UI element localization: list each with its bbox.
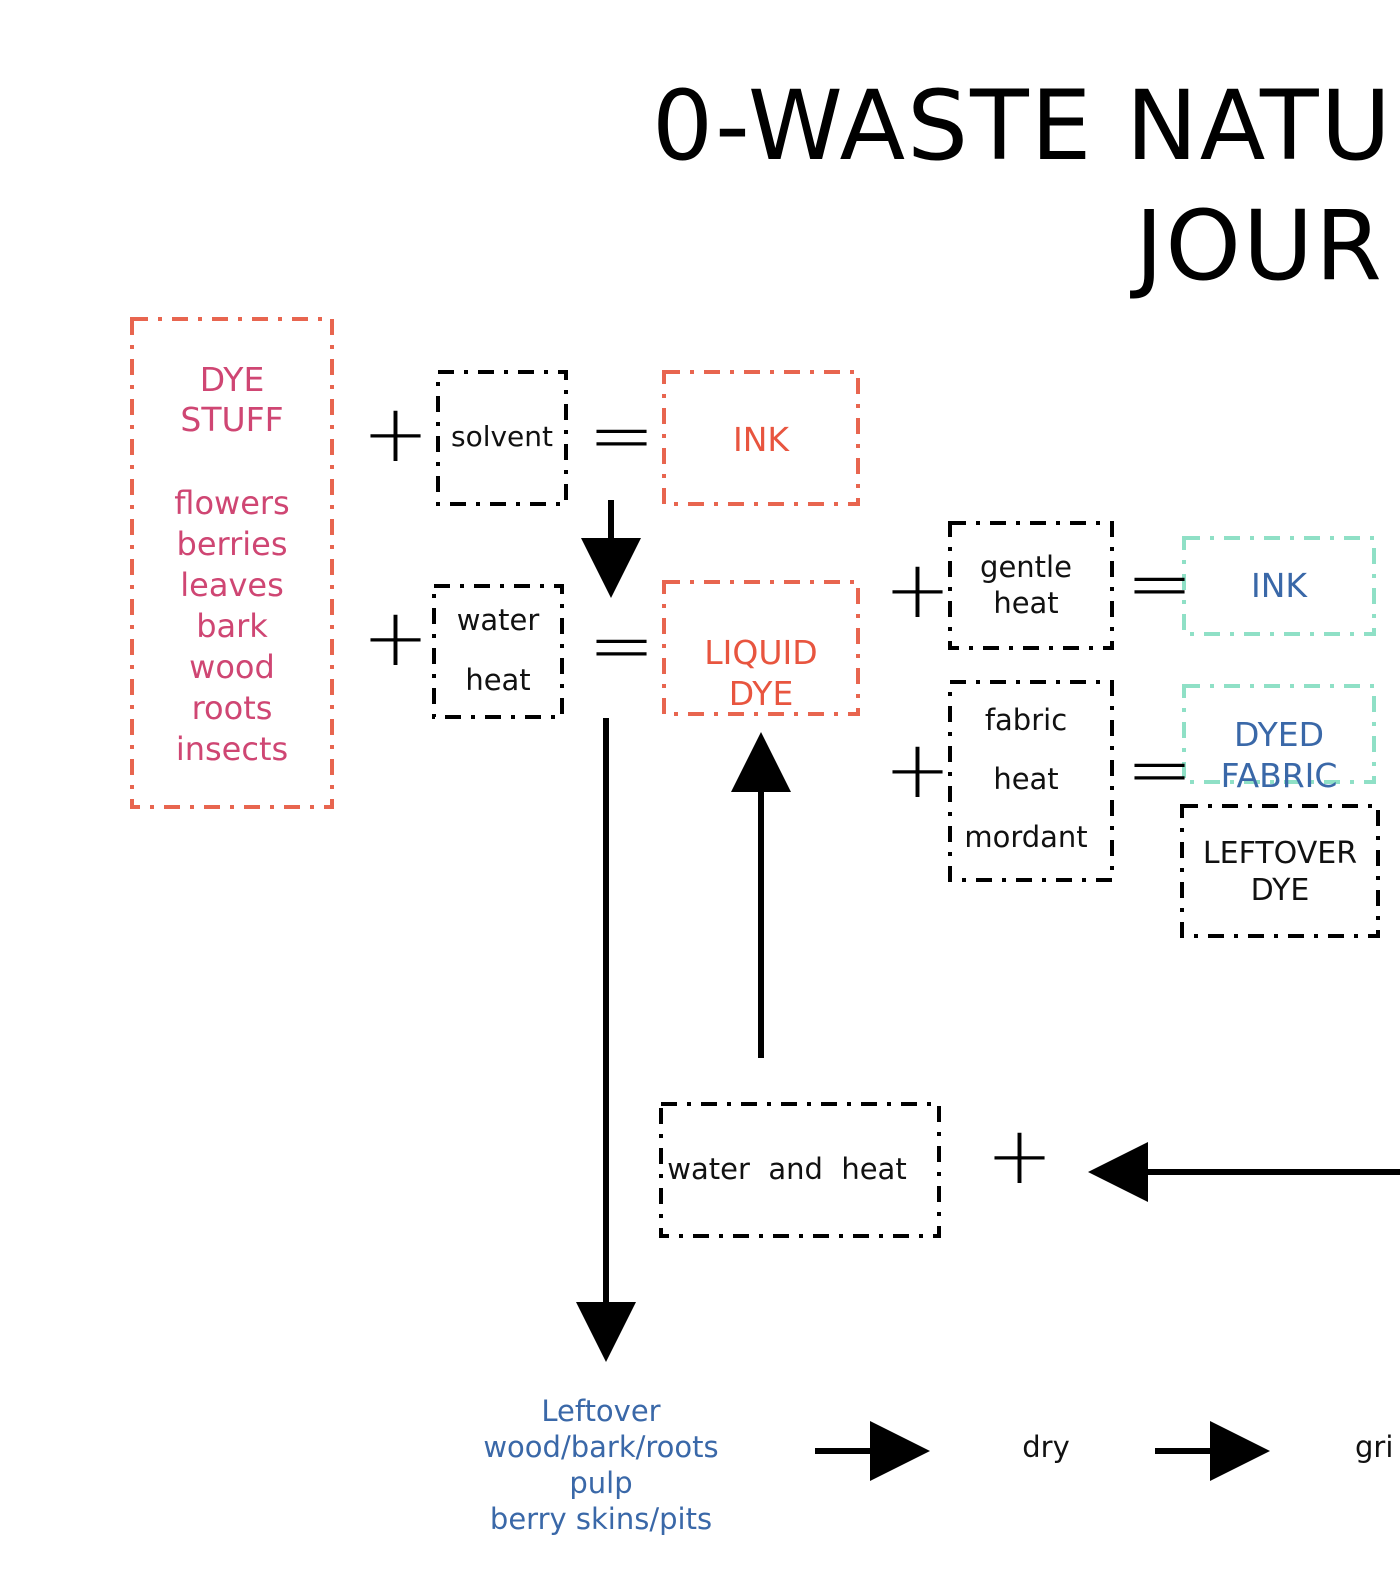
plus-sign: +	[362, 591, 430, 684]
dry-label: dry	[1022, 1430, 1070, 1464]
liquid-dye-label: LIQUID DYE	[704, 633, 818, 713]
ink-right-box	[1182, 536, 1376, 636]
equals-sign: =	[1126, 723, 1194, 816]
heat-label: heat	[465, 663, 531, 697]
dye-stuff-item: roots	[191, 689, 273, 727]
gentle-heat-label: gentle heat	[980, 550, 1072, 620]
plus-sign: +	[884, 723, 952, 816]
water-label: water	[456, 603, 540, 637]
ink-top-box	[662, 370, 860, 506]
leftover-dye-box	[1180, 804, 1380, 938]
dyed-fabric-label: DYED FABRIC	[1220, 715, 1338, 795]
dye-stuff-item: wood	[189, 648, 275, 686]
heat-label: heat	[993, 762, 1059, 796]
fabric-label: fabric	[984, 703, 1068, 737]
dye-stuff-item: bark	[196, 607, 268, 645]
plus-sign: +	[986, 1109, 1054, 1202]
dye-stuff-list: flowers berries leaves bark wood roots i…	[132, 483, 332, 770]
fabric-heat-mordant-box	[948, 680, 1114, 882]
dye-stuff-item: flowers	[174, 484, 290, 522]
dye-stuff-item: leaves	[180, 566, 284, 604]
mordant-label: mordant	[964, 820, 1088, 854]
solvent-box	[436, 370, 568, 506]
dye-stuff-heading: DYE STUFF	[180, 360, 284, 439]
gentle-heat-box	[948, 521, 1114, 650]
equals-sign: =	[588, 599, 656, 692]
liquid-dye-box	[662, 580, 860, 716]
diagram-title-line-1: 0-WASTE NATU	[652, 70, 1393, 182]
water-and-heat-box	[659, 1102, 941, 1238]
equals-sign: =	[1126, 537, 1194, 630]
equals-sign: =	[588, 389, 656, 482]
plus-sign: +	[884, 543, 952, 636]
ink-top-label: INK	[732, 420, 790, 459]
dye-stuff-item: insects	[175, 730, 289, 768]
plus-sign: +	[362, 387, 430, 480]
grind-label: gri	[1355, 1430, 1394, 1464]
dyed-fabric-box	[1182, 684, 1376, 784]
water-heat-box	[432, 584, 564, 719]
leftover-dye-label: LEFTOVER DYE	[1202, 836, 1358, 908]
solvent-label: solvent	[450, 420, 554, 453]
dye-stuff-item: berries	[176, 525, 288, 563]
ink-right-label: INK	[1250, 566, 1308, 605]
dye-stuff-box	[130, 317, 334, 809]
diagram-title-line-2: JOUR	[1135, 190, 1384, 302]
leftover-materials-label: Leftover wood/bark/roots pulp berry skin…	[483, 1394, 719, 1536]
water-and-heat-label: water and heat	[667, 1152, 907, 1186]
